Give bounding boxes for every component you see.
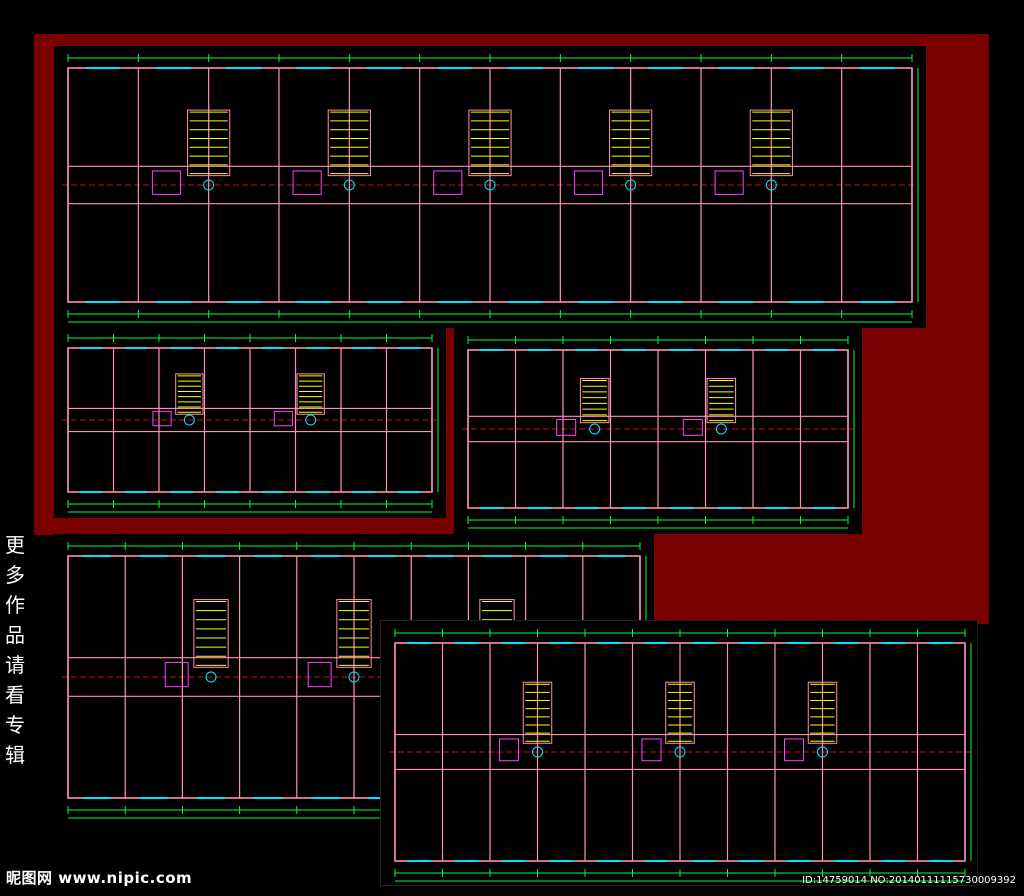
stair-well	[609, 109, 653, 177]
side-char: 更	[5, 533, 25, 557]
floor-plan-3	[462, 336, 855, 529]
watermark-site[interactable]: 昵图网 www.nipic.com	[6, 869, 193, 887]
plan-panel-2	[54, 326, 446, 518]
stair-well	[665, 681, 695, 744]
plan-panel-5	[380, 620, 978, 886]
stair-well	[579, 377, 610, 424]
bathroom-fixture	[292, 170, 322, 195]
side-char: 辑	[5, 743, 25, 767]
stair-well	[336, 599, 372, 668]
plan-panel-1	[54, 46, 926, 328]
stair-well	[807, 681, 838, 744]
side-char: 请	[5, 653, 25, 677]
stair-well	[468, 109, 512, 177]
stair-well	[175, 373, 204, 415]
plan-panel-3	[454, 328, 862, 534]
door-swing	[589, 423, 601, 435]
door-swing	[817, 746, 828, 758]
bathroom-fixture	[499, 738, 519, 762]
stair-well	[749, 109, 793, 177]
floor-plan-5	[389, 629, 972, 882]
stair-well	[522, 681, 553, 744]
stair-well	[193, 599, 229, 668]
door-swing	[203, 179, 215, 191]
side-char: 多	[5, 563, 25, 587]
door-swing	[625, 179, 637, 191]
bathroom-fixture	[714, 170, 744, 195]
bathroom-fixture	[641, 738, 662, 762]
door-swing	[674, 746, 686, 758]
door-swing	[305, 414, 317, 426]
door-swing	[205, 671, 217, 683]
door-swing	[343, 179, 355, 191]
door-swing	[715, 423, 727, 435]
door-swing	[348, 671, 360, 683]
stair-well	[187, 109, 231, 177]
side-char: 看	[5, 683, 25, 707]
bathroom-fixture	[433, 170, 463, 195]
door-swing	[484, 179, 496, 191]
side-text: 更 多 作 品 请 看 专 辑	[2, 530, 28, 770]
stair-well	[706, 377, 737, 424]
floor-plan-2	[62, 334, 439, 513]
bathroom-fixture	[784, 738, 804, 762]
door-swing	[183, 414, 195, 426]
side-char: 品	[5, 623, 25, 647]
bathroom-fixture	[682, 419, 703, 436]
bathroom-fixture	[164, 661, 189, 688]
floor-plan-1	[62, 54, 919, 323]
bathroom-fixture	[152, 410, 172, 427]
red-frame-lower-right	[654, 534, 984, 624]
bathroom-fixture	[556, 419, 577, 436]
bathroom-fixture	[307, 661, 332, 688]
bathroom-fixture	[273, 410, 293, 427]
bathroom-fixture	[151, 170, 182, 195]
side-char: 作	[5, 593, 25, 617]
watermark-id: ID:14759014 NO:20140111115730009392	[802, 875, 1016, 886]
door-swing	[765, 179, 777, 191]
door-swing	[532, 746, 543, 758]
bathroom-fixture	[573, 170, 604, 195]
stair-well	[296, 373, 325, 415]
stair-well	[327, 109, 371, 177]
side-char: 专	[5, 713, 25, 737]
